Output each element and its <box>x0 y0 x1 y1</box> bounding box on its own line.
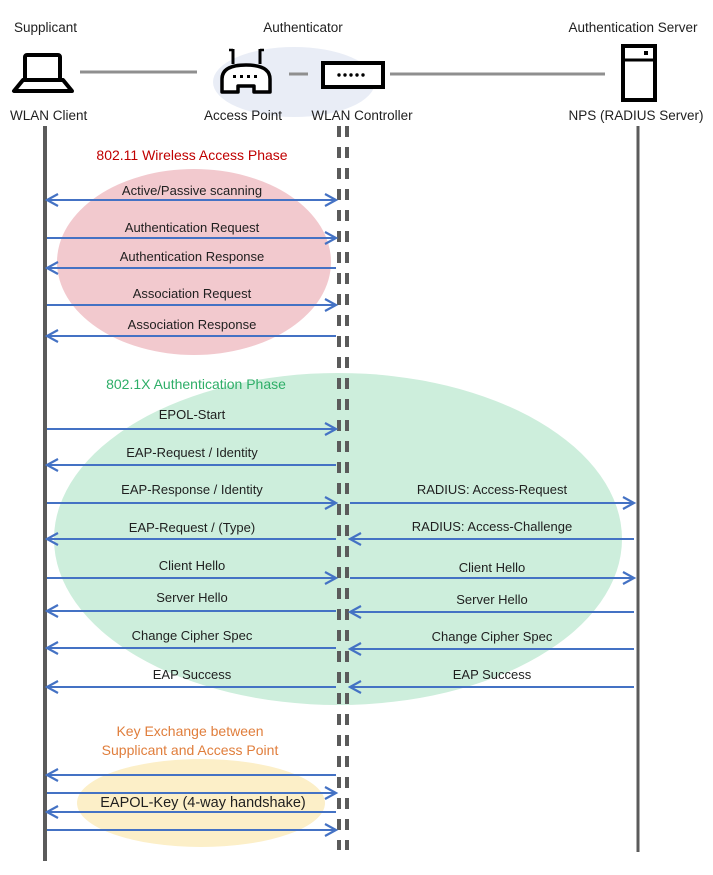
message-label: Change Cipher Spec <box>131 628 253 643</box>
device-connectors <box>80 70 605 76</box>
phase3-title-line2: Supplicant and Access Point <box>101 742 279 758</box>
message-label: Server Hello <box>456 592 528 607</box>
message-label: Association Response <box>127 317 257 332</box>
wlan-controller-icon <box>321 61 385 89</box>
server-icon <box>621 44 657 102</box>
message-label: EAP-Request / (Type) <box>128 520 256 535</box>
message-label: EAP Success <box>452 667 532 682</box>
phase1-ellipse <box>57 169 331 355</box>
message-label: Association Request <box>132 286 252 301</box>
message-label: RADIUS: Access-Challenge <box>411 519 573 534</box>
phase2-ellipse <box>54 373 622 705</box>
phase3-arrows <box>44 768 339 837</box>
device-wlan-client-label: WLAN Client <box>10 108 88 123</box>
message-label: EAPOL-Key (4-way handshake) <box>100 795 306 811</box>
message-label: Change Cipher Spec <box>431 629 553 644</box>
message-label: Active/Passive scanning <box>121 183 263 198</box>
controller-led-dots <box>337 73 365 77</box>
message-label: EAP-Response / Identity <box>121 482 263 497</box>
phase2-left-arrows <box>44 422 339 694</box>
message-label: Authentication Response <box>119 249 265 264</box>
device-wlan-controller-label: WLAN Controller <box>311 108 413 123</box>
device-access-point-label: Access Point <box>203 108 283 123</box>
message-label: Authentication Request <box>124 220 260 235</box>
message-label: Server Hello <box>156 590 228 605</box>
message-label: EAP-Request / Identity <box>126 445 258 460</box>
message-label: RADIUS: Access-Request <box>416 482 568 497</box>
access-point-led-dots <box>233 75 257 78</box>
phase2-title: 802.1X Authentication Phase <box>106 376 286 392</box>
role-authenticator: Authenticator <box>263 20 343 35</box>
message-label: EPOL-Start <box>158 407 226 422</box>
role-authentication-server: Authentication Server <box>568 20 698 35</box>
device-nps-server-label: NPS (RADIUS Server) <box>568 108 704 123</box>
message-label: Client Hello <box>158 558 226 573</box>
phase3-title-line1: Key Exchange between <box>116 723 264 739</box>
phase3-ellipse <box>77 759 325 847</box>
phase2-right-arrows <box>347 496 637 694</box>
laptop-icon <box>12 53 74 93</box>
phase1-title: 802.11 Wireless Access Phase <box>96 147 288 163</box>
message-label: EAP Success <box>152 667 232 682</box>
phase1-arrows <box>44 193 339 343</box>
wlan-controller-lifeline <box>337 126 349 850</box>
wireless-access-point-icon <box>220 48 272 94</box>
role-supplicant: Supplicant <box>14 20 78 35</box>
message-label: Client Hello <box>458 560 526 575</box>
